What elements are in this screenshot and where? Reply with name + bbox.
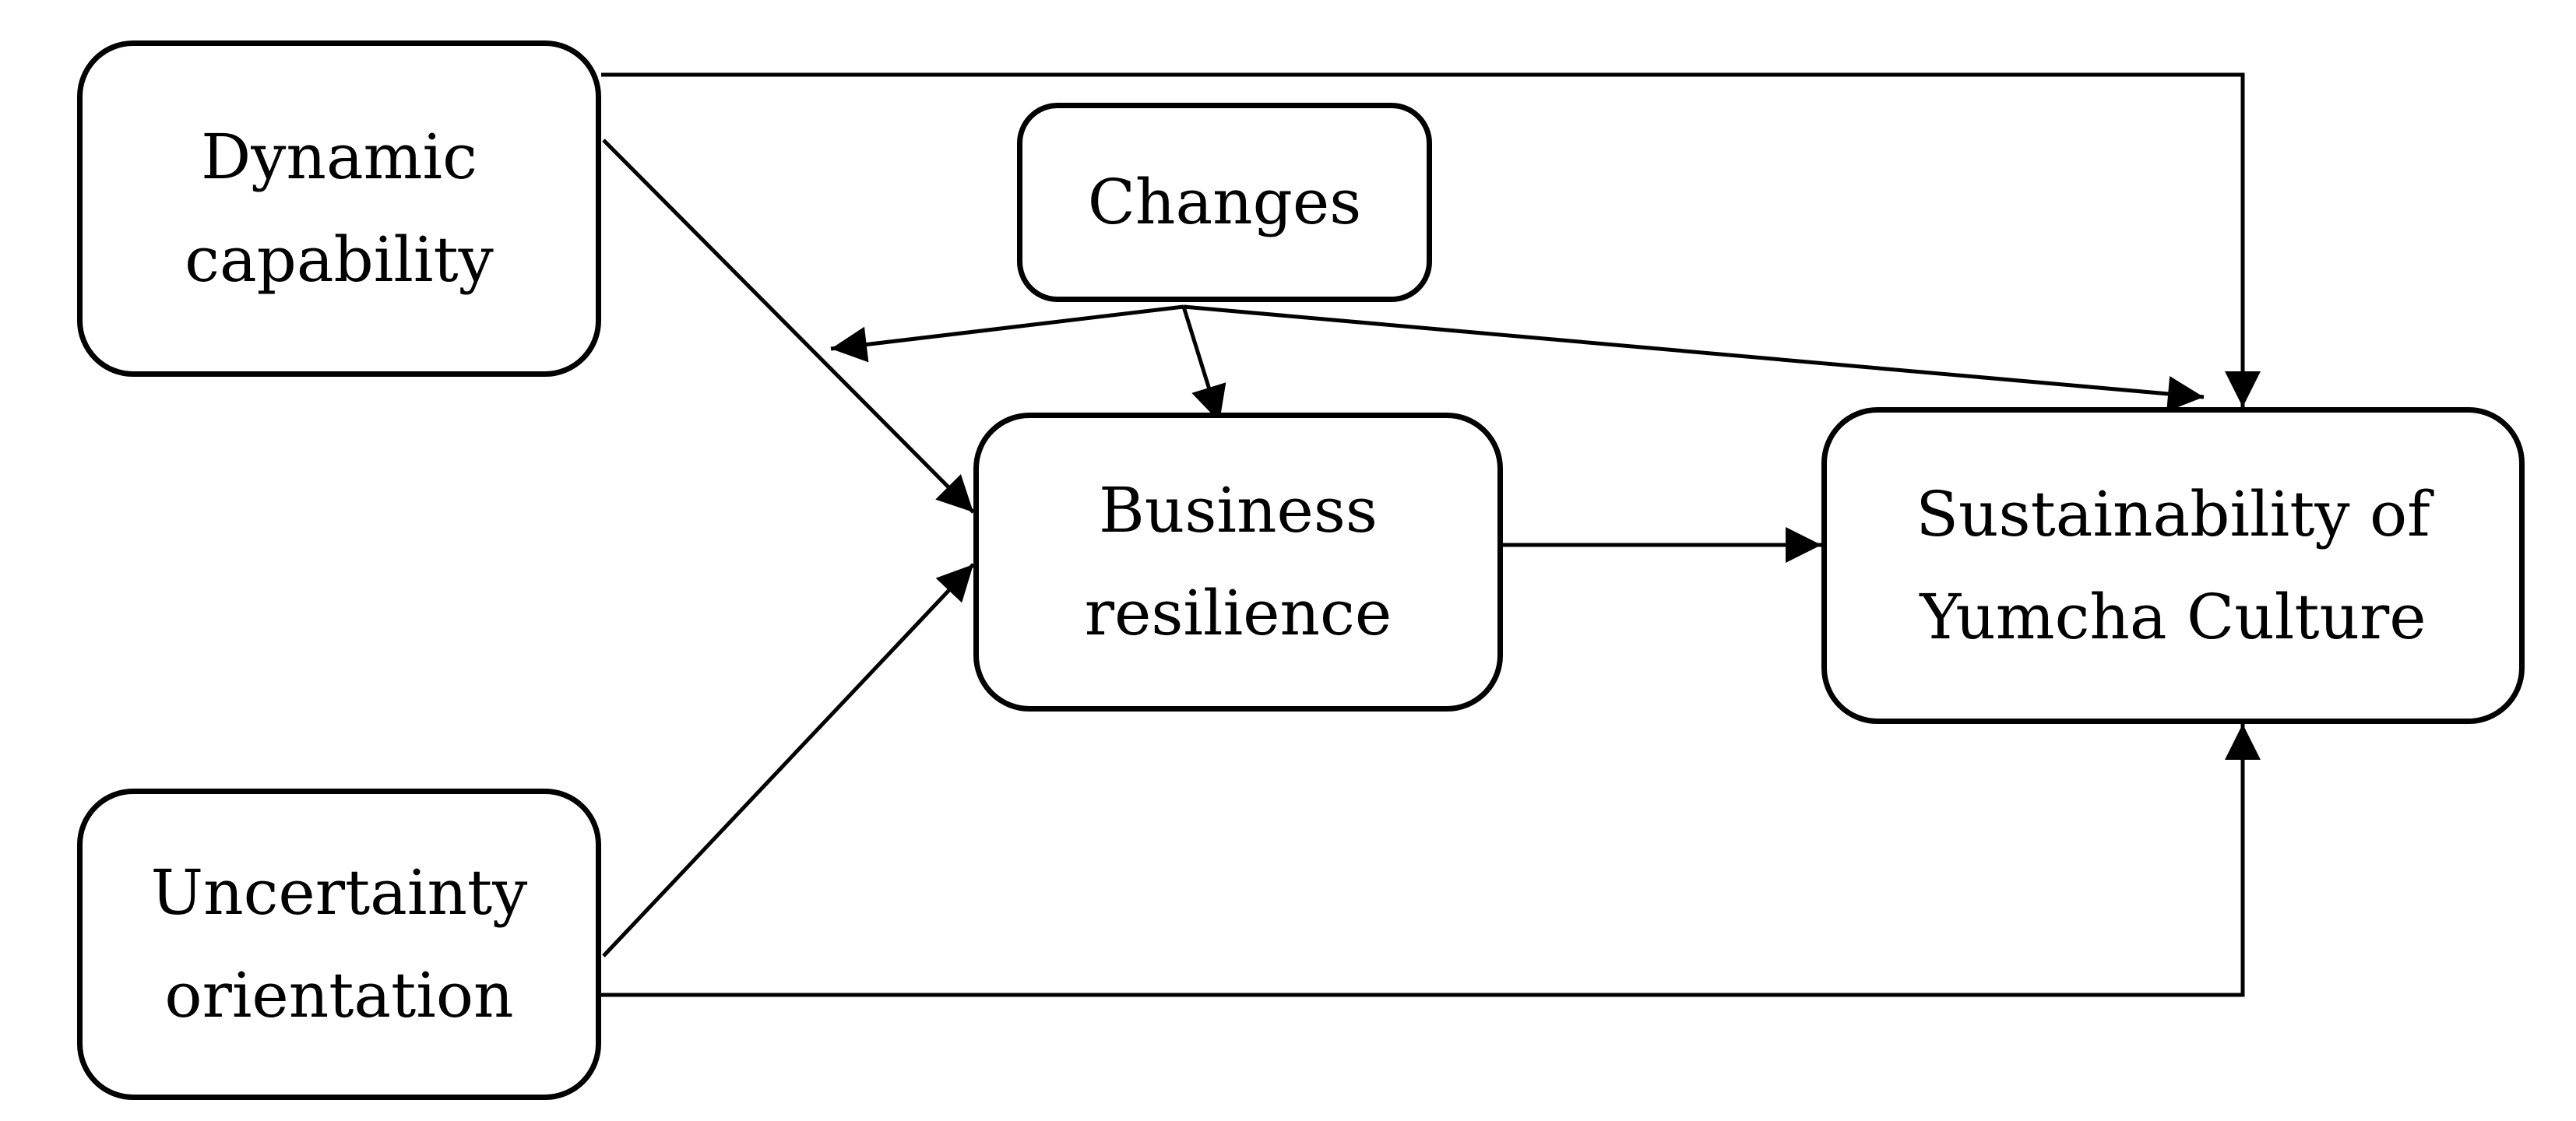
- node-dynamic-capability: Dynamic capability: [77, 40, 601, 377]
- edge-changes-to-business: [1181, 306, 1226, 423]
- edge-changes-to-sustainability: [1183, 304, 2205, 412]
- edge-changes-to-dynamic-path: [830, 304, 1184, 363]
- node-uncertainty-orientation: Uncertainty orientation: [77, 789, 601, 1100]
- edge-uncertainty-to-sustainability: [601, 724, 2261, 997]
- node-sustainability-of-yumcha-culture: Sustainability of Yumcha Culture: [1821, 407, 2525, 724]
- node-dynamic-capability-line-1: Dynamic: [201, 121, 477, 193]
- node-uncertainty-orientation-line-1: Uncertainty: [150, 856, 528, 929]
- edge-dynamic-to-sustainability: [601, 72, 2261, 407]
- node-changes-line-1: Changes: [1087, 166, 1362, 238]
- node-business-resilience-line-1: Business: [1099, 474, 1378, 546]
- node-business-resilience-line-2: resilience: [1084, 577, 1392, 649]
- node-sustainability-line-2: Yumcha Culture: [1920, 580, 2426, 653]
- node-uncertainty-orientation-line-2: orientation: [164, 959, 514, 1031]
- edge-uncertainty-to-business: [602, 563, 975, 958]
- edge-dynamic-to-business: [602, 139, 975, 514]
- node-dynamic-capability-line-2: capability: [185, 223, 494, 296]
- node-business-resilience: Business resilience: [973, 413, 1503, 712]
- node-sustainability-line-1: Sustainability of: [1916, 477, 2430, 550]
- node-changes: Changes: [1017, 103, 1432, 302]
